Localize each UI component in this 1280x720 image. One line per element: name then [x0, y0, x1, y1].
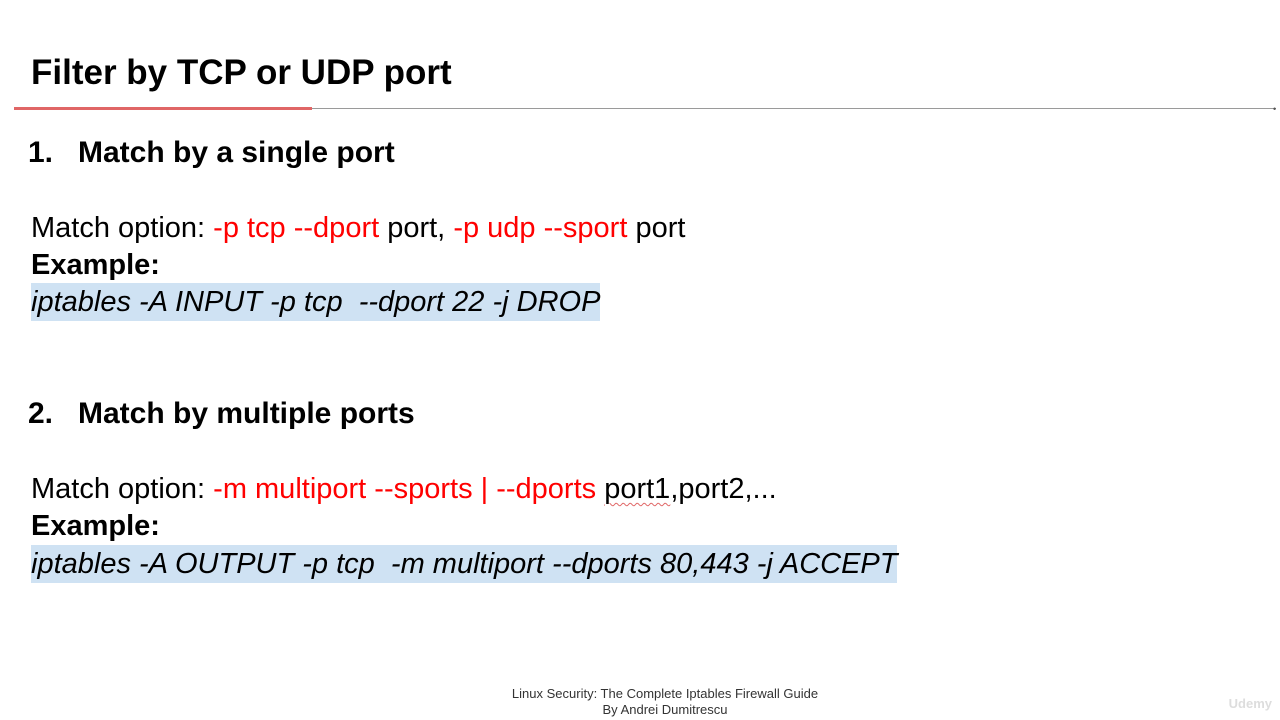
section-2-example-label: Example: — [31, 510, 160, 542]
match-word: port, — [379, 212, 454, 244]
footer: Linux Security: The Complete Iptables Fi… — [0, 686, 1280, 718]
section-1-match-option: Match option: -p tcp --dport port, -p ud… — [31, 210, 685, 246]
section-2-heading-text: Match by multiple ports — [78, 397, 415, 430]
match-option-tcp: -p tcp --dport — [213, 212, 380, 244]
match-label: Match option: — [31, 212, 214, 244]
match-option-multiport: -m multiport --sports | --dports — [213, 473, 597, 505]
match-word-port1: port1 — [604, 473, 671, 505]
rule-end-mark: • — [1273, 104, 1277, 114]
slide-title: Filter by TCP or UDP port — [31, 53, 452, 92]
section-2-heading: 2. Match by multiple ports — [28, 396, 415, 432]
section-1-heading: 1. Match by a single port — [28, 135, 395, 171]
watermark-logo: Udemy — [1228, 696, 1272, 711]
section-1-example-label: Example: — [31, 249, 160, 281]
match-option-udp: -p udp --sport — [453, 212, 628, 244]
section-1-heading-text: Match by a single port — [78, 136, 395, 169]
match-label: Match option: — [31, 473, 214, 505]
section-1-number: 1. — [28, 136, 54, 169]
footer-course-title: Linux Security: The Complete Iptables Fi… — [511, 686, 819, 701]
title-rule-accent — [14, 107, 312, 110]
match-word-rest: ,port2,... — [670, 473, 777, 505]
section-2-example-code: iptables -A OUTPUT -p tcp -m multiport -… — [31, 545, 898, 583]
section-1-example-code: iptables -A INPUT -p tcp --dport 22 -j D… — [31, 283, 601, 321]
match-space — [596, 473, 604, 505]
section-2-match-option: Match option: -m multiport --sports | --… — [31, 471, 777, 507]
footer-author: By Andrei Dumitrescu — [602, 702, 728, 717]
section-2-number: 2. — [28, 397, 54, 430]
match-word: port — [627, 212, 686, 244]
title-rule — [14, 108, 1276, 109]
